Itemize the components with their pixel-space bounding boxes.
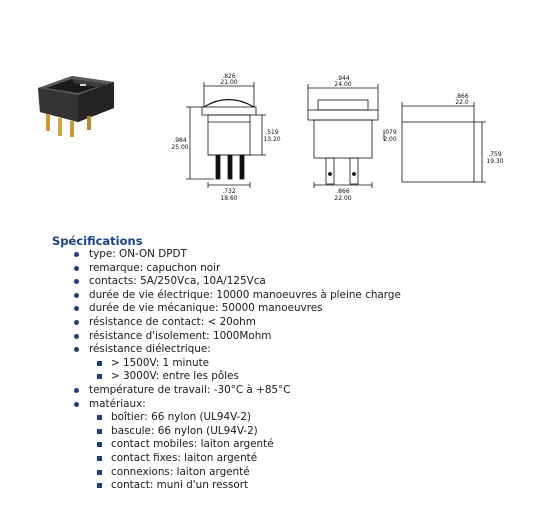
panel-cutout: .866 22.0 .759 19.30 [401,93,504,183]
spec-item-text: type: ON-ON DPDT [89,248,187,260]
front-view: .944 24.00 .079 2.00 .866 22.00 [307,75,397,202]
spec-subitem: contact fixes: laiton argenté [89,452,522,466]
spec-subitem: > 3000V: entre les pôles [89,370,522,384]
dim-984: .984 [173,137,187,144]
spec-item: température de travail: -30°C à +85°C [52,384,522,398]
spec-item-text: résistance de contact: < 20ohm [89,315,256,328]
spec-item-text: contacts: 5A/250Vca, 10A/125Vca [89,275,266,288]
dim-944: .944 [336,75,350,82]
svg-text:24.00: 24.00 [334,81,351,88]
spec-item: matériaux:boîtier: 66 nylon (UL94V-2)bas… [52,398,522,493]
dim-759: .759 [488,151,502,158]
svg-text:2.00: 2.00 [383,136,397,143]
spec-item: type: ON-ON DPDT [52,248,522,262]
spec-item-text: température de travail: -30°C à +85°C [89,383,291,396]
spec-item-text: durée de vie électrique: 10000 manoeuvre… [89,288,401,301]
spec-item: durée de vie mécanique: 50000 manoeuvres [52,302,522,316]
spec-item-text: résistance diélectrique: [89,343,211,356]
spec-item: résistance d'isolement: 1000Mohm [52,330,522,344]
svg-text:22.0: 22.0 [455,99,469,106]
spec-sublist: > 1500V: 1 minute> 3000V: entre les pôle… [89,357,522,384]
spec-subitem: bascule: 66 nylon (UL94V-2) [89,425,522,439]
spec-item-text: durée de vie mécanique: 50000 manoeuvres [89,302,323,315]
spec-item-text: résistance d'isolement: 1000Mohm [89,329,272,342]
spec-subitem: > 1500V: 1 minute [89,357,522,371]
spec-sublist: boîtier: 66 nylon (UL94V-2)bascule: 66 n… [89,411,522,493]
svg-text:22.00: 22.00 [334,195,351,202]
spec-subitem: boîtier: 66 nylon (UL94V-2) [89,411,522,425]
svg-text:25.00: 25.00 [171,144,188,151]
dim-732: .732 [222,188,236,195]
svg-text:21.00: 21.00 [220,79,237,86]
side-view: .826 21.00 .984 25.00 .519 13.20 .732 18… [171,73,280,202]
spec-item: remarque: capuchon noir [52,262,522,276]
spec-item-text: matériaux: [89,397,146,410]
spec-item: durée de vie électrique: 10000 manoeuvre… [52,289,522,303]
spec-subitem: contact: muni d'un ressort [89,479,522,493]
rocker-switch-photo [38,76,114,137]
spec-item-text: remarque: capuchon noir [89,261,221,274]
spec-item: contacts: 5A/250Vca, 10A/125Vca [52,275,522,289]
svg-text:13.20: 13.20 [263,136,280,143]
dimension-drawing: .826 21.00 .984 25.00 .519 13.20 .732 18… [171,73,504,202]
spec-subitem: contact mobiles: laiton argenté [89,438,522,452]
spec-subitem: connexions: laiton argenté [89,466,522,480]
svg-text:18.60: 18.60 [220,195,237,202]
spec-title: Spécifications [52,234,143,248]
svg-text:19.30: 19.30 [486,158,503,165]
dim-866b: .866 [336,188,350,195]
dim-826: .826 [222,73,236,80]
spec-item: résistance diélectrique:> 1500V: 1 minut… [52,343,522,384]
spec-item: résistance de contact: < 20ohm [52,316,522,330]
dim-519: .519 [265,129,279,136]
dim-079: .079 [383,129,397,136]
dim-866: .866 [455,93,469,100]
